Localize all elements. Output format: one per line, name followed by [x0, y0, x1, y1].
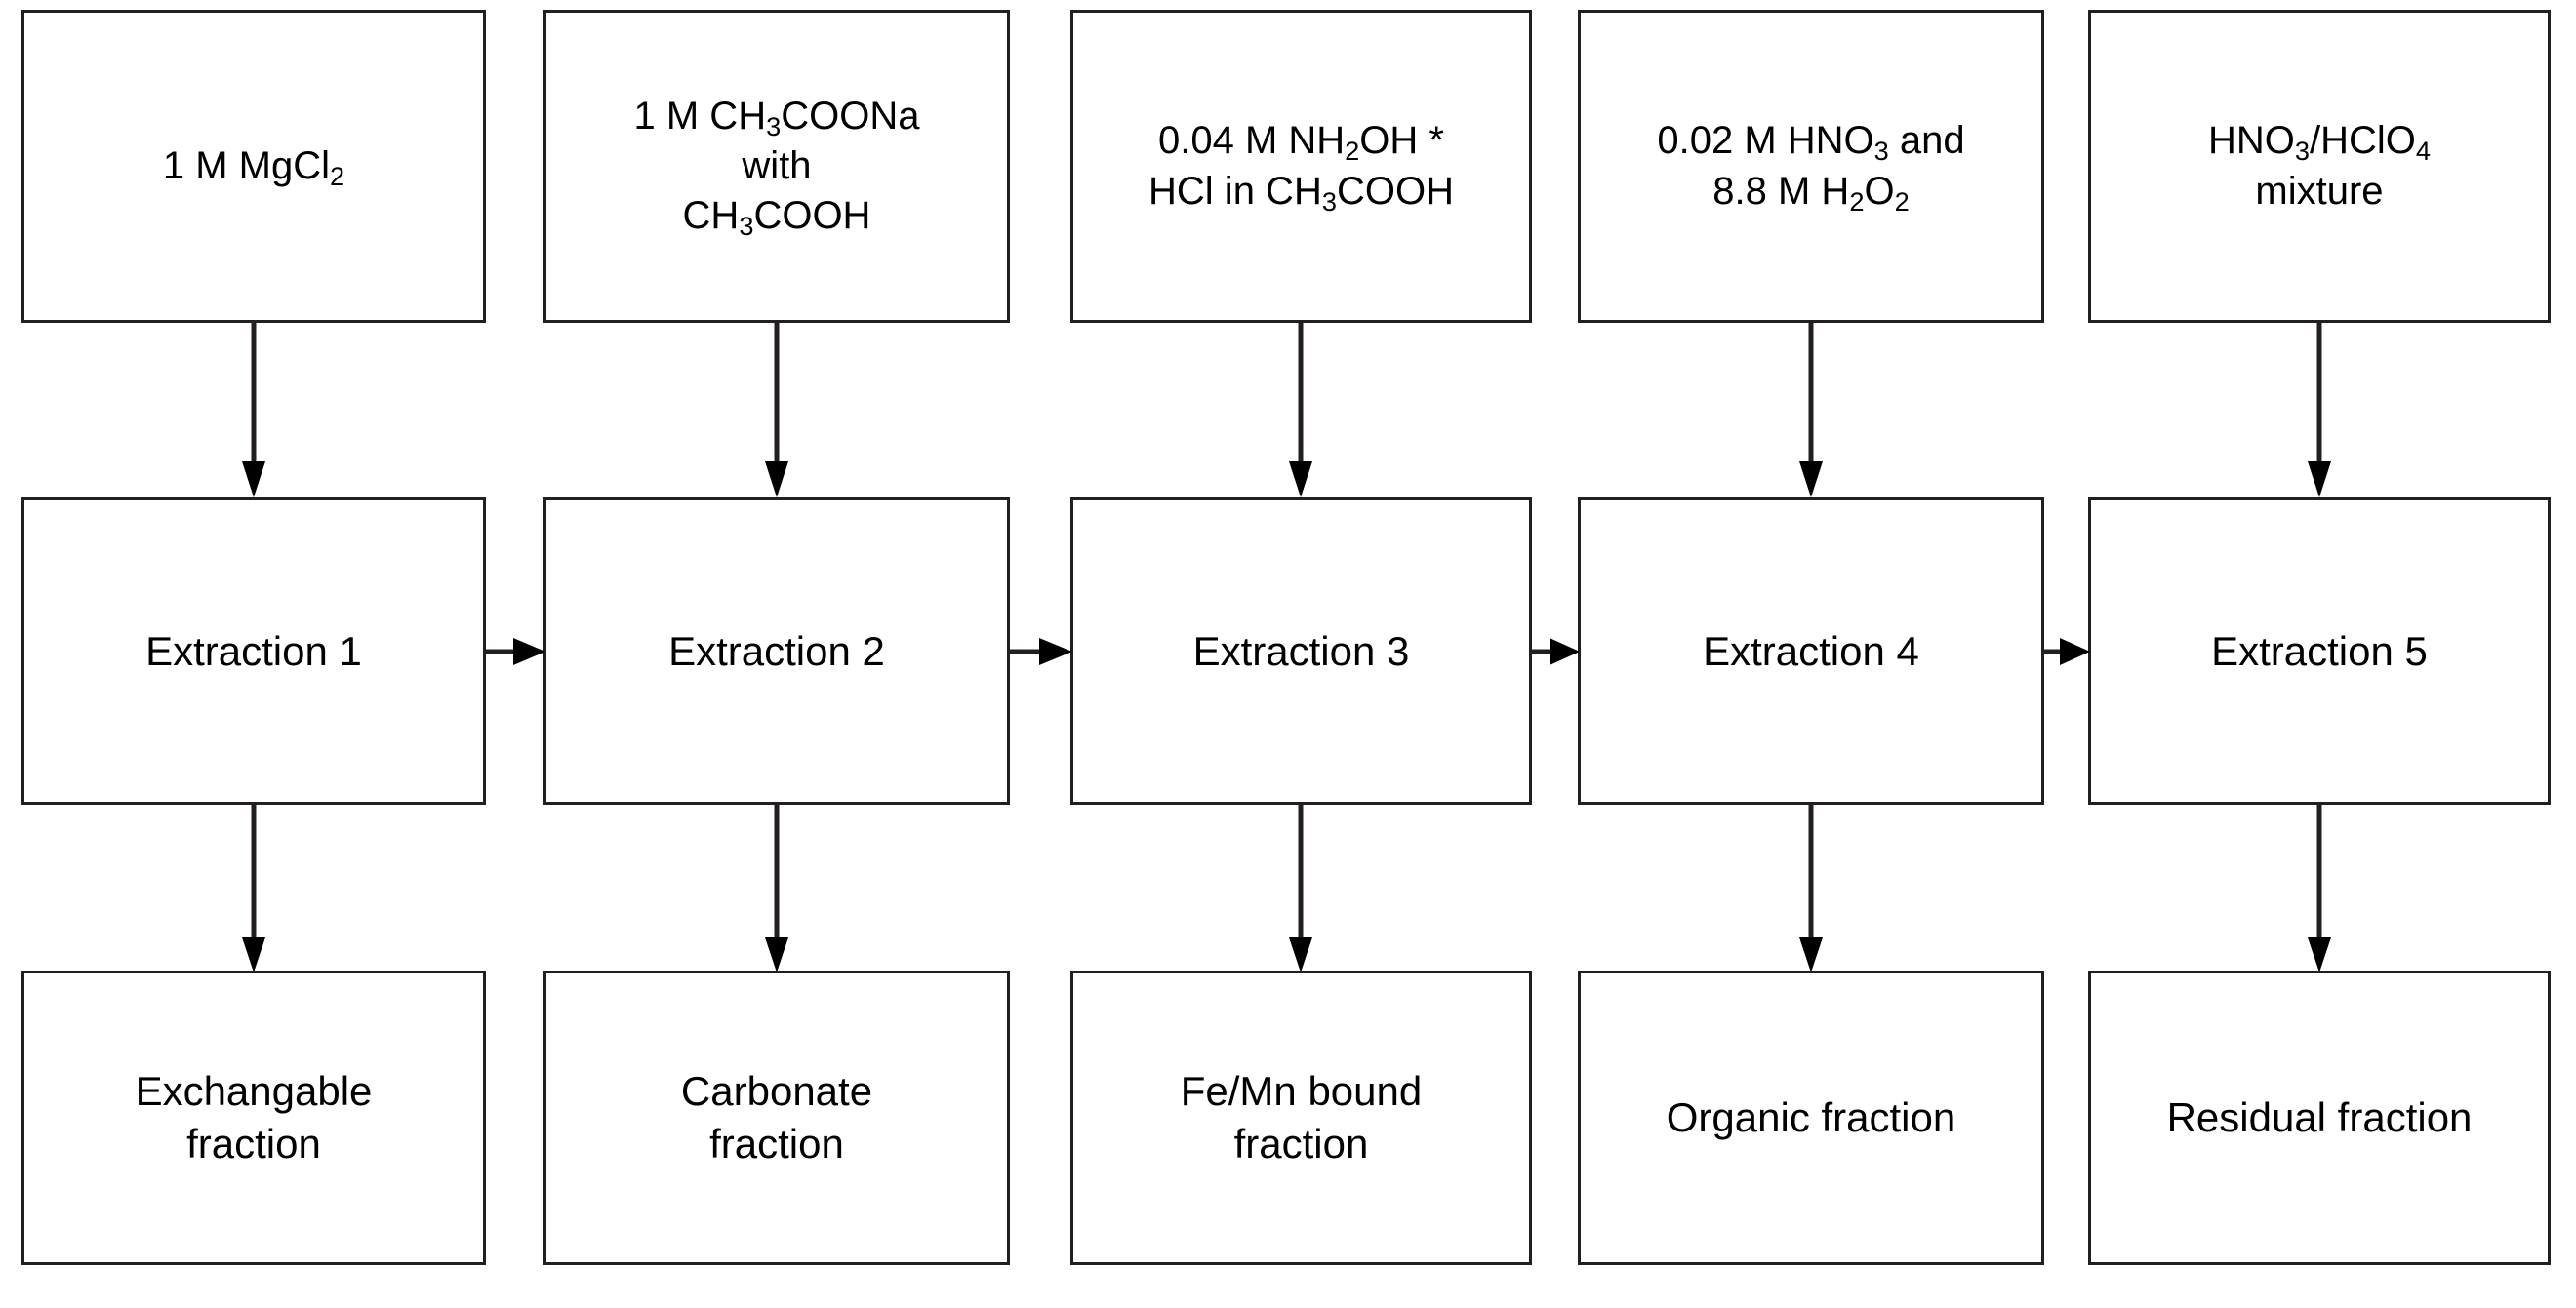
extraction-box-4[interactable]: Extraction 4: [1578, 497, 2044, 805]
arrow-reagent-5-to-extraction-5: [2300, 323, 2339, 497]
arrow-extraction-4-to-5: [2042, 631, 2090, 672]
arrow-extraction-3-to-4: [1530, 631, 1580, 672]
arrow-extraction-2-to-fraction-2: [757, 805, 796, 972]
extraction-box-1-label: Extraction 1: [145, 627, 362, 674]
extraction-box-2-label: Extraction 2: [668, 627, 885, 674]
extraction-box-3[interactable]: Extraction 3: [1070, 497, 1532, 805]
extraction-box-1[interactable]: Extraction 1: [21, 497, 486, 805]
arrow-extraction-2-to-3: [1008, 631, 1072, 672]
arrow-extraction-1-to-fraction-1: [234, 805, 273, 972]
arrow-extraction-5-to-fraction-5: [2300, 805, 2339, 972]
reagent-box-3-label: 0.04 M NH2OH *HCl in CH3COOH: [1148, 119, 1454, 217]
arrow-reagent-4-to-extraction-4: [1791, 323, 1831, 497]
fraction-box-4-label: Organic fraction: [1666, 1094, 1956, 1141]
fraction-box-4[interactable]: Organic fraction: [1578, 971, 2044, 1265]
arrow-reagent-2-to-extraction-2: [757, 323, 796, 497]
extraction-box-2[interactable]: Extraction 2: [543, 497, 1010, 805]
arrow-extraction-4-to-fraction-4: [1791, 805, 1831, 972]
extraction-box-3-label: Extraction 3: [1192, 627, 1410, 674]
reagent-box-1-label: 1 M MgCl2: [162, 143, 345, 191]
extraction-box-5-label: Extraction 5: [2211, 627, 2428, 674]
fraction-box-5-label: Residual fraction: [2166, 1094, 2473, 1141]
arrow-extraction-3-to-fraction-3: [1281, 805, 1320, 972]
extraction-box-4-label: Extraction 4: [1703, 627, 1919, 674]
arrow-reagent-3-to-extraction-3: [1281, 323, 1320, 497]
arrow-reagent-1-to-extraction-1: [234, 323, 273, 497]
fraction-box-5[interactable]: Residual fraction: [2088, 971, 2551, 1265]
reagent-box-3[interactable]: 0.04 M NH2OH *HCl in CH3COOH: [1070, 10, 1532, 323]
extraction-box-5[interactable]: Extraction 5: [2088, 497, 2551, 805]
reagent-box-1[interactable]: 1 M MgCl2: [21, 10, 486, 323]
arrow-extraction-1-to-2: [484, 631, 545, 672]
